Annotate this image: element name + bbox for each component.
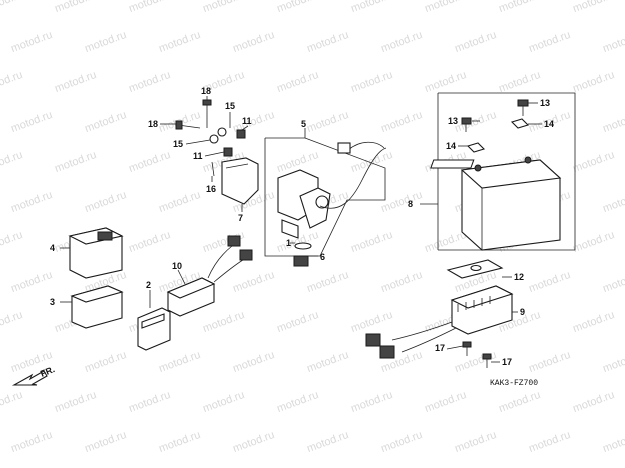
washer-15-upper[interactable] (217, 127, 227, 137)
callout-15-upper: 15 (225, 101, 235, 111)
callout-12: 12 (514, 272, 524, 282)
callout-8: 8 (408, 199, 413, 209)
fr-arrow-icon (11, 370, 48, 386)
battery-bracket-frame (438, 92, 576, 251)
bolt-13-left[interactable] (461, 117, 472, 125)
callout-10: 10 (172, 261, 182, 271)
callout-17-right: 17 (502, 357, 512, 367)
callout-14-left: 14 (446, 141, 456, 151)
callout-7: 7 (238, 213, 243, 223)
screw-16[interactable] (211, 161, 215, 177)
callout-18-left: 18 (148, 119, 158, 129)
callout-16: 16 (206, 184, 216, 194)
regulator-group (365, 259, 518, 368)
battery-group (420, 92, 576, 251)
nut-plate-14-left[interactable] (466, 142, 486, 153)
unit-10-connector-b[interactable] (239, 249, 253, 261)
callout-5: 5 (301, 119, 306, 129)
callout-17-left: 17 (435, 343, 445, 353)
regulator-connector-a[interactable] (365, 333, 381, 347)
callout-14-right: 14 (544, 119, 554, 129)
front-direction-arrow: FR. (11, 364, 56, 386)
callout-11-right: 11 (242, 116, 252, 126)
callout-13-upper: 13 (540, 98, 550, 108)
relay-connector[interactable] (337, 142, 351, 154)
hardware-group (160, 96, 259, 212)
regulator-connector-b[interactable] (379, 345, 395, 359)
callout-13-left: 13 (448, 116, 458, 126)
bolt-17-right[interactable] (482, 353, 492, 360)
unit-2[interactable] (137, 307, 171, 351)
direction-label: FR. (39, 364, 56, 379)
callout-11-left: 11 (193, 151, 203, 161)
callout-9: 9 (520, 307, 525, 317)
collar-11-left[interactable] (223, 147, 233, 157)
nut-plate-14-right[interactable] (510, 118, 530, 129)
starter-relay-group (264, 128, 387, 267)
control-units-group (60, 227, 253, 351)
callout-18-upper: 18 (201, 86, 211, 96)
collar-11-right[interactable] (236, 129, 246, 139)
relay-frame (264, 137, 386, 257)
cap-6[interactable] (293, 255, 309, 267)
callout-15-left: 15 (173, 139, 183, 149)
unit-10-connector-a[interactable] (227, 235, 241, 247)
callout-3: 3 (50, 297, 55, 307)
clip-1[interactable] (294, 242, 312, 250)
bolt-17-left[interactable] (462, 341, 472, 348)
bolt-13-upper[interactable] (517, 99, 529, 107)
relay-cover-7[interactable] (221, 157, 259, 205)
callout-2: 2 (146, 280, 151, 290)
callout-6: 6 (320, 252, 325, 262)
callout-1: 1 (286, 238, 291, 248)
diagram-code: KAK3-FZ700 (490, 379, 538, 388)
washer-15-lower[interactable] (209, 134, 219, 144)
callout-4: 4 (50, 243, 55, 253)
